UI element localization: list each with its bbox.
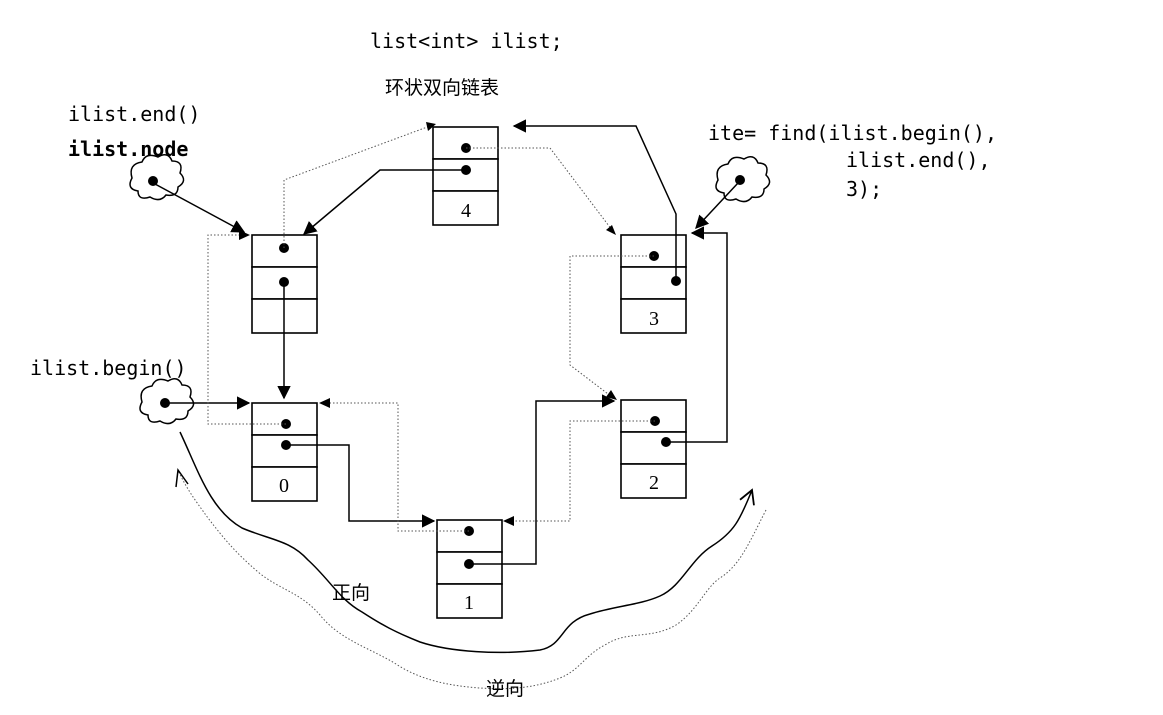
link-2-to-3 xyxy=(666,226,728,443)
list-node-2: 2 xyxy=(620,399,687,499)
dotted-link-2-to-1-arrowhead xyxy=(503,516,514,526)
begin-call-label: ilist.begin() xyxy=(30,356,187,380)
node-value: 0 xyxy=(279,475,289,497)
dotted-link-3-to-2 xyxy=(569,255,654,398)
node-value: 4 xyxy=(461,200,471,222)
dotted-link-4-to-3-arrowhead xyxy=(606,225,616,235)
end-iterator-cloud-icon xyxy=(129,154,185,201)
node-value: 1 xyxy=(464,592,474,614)
dotted-link-0-to-head-arrowhead xyxy=(239,230,250,240)
dotted-link-3-to-2-arrowhead xyxy=(606,390,617,400)
link-4-to-head xyxy=(302,169,466,235)
reverse-direction-label: 逆向 xyxy=(486,678,524,700)
dotted-link-head-to-4 xyxy=(283,125,431,248)
list-node-0: 0 xyxy=(251,402,318,502)
find-result-arrow xyxy=(695,182,739,229)
forward-direction-label: 正向 xyxy=(332,582,370,604)
list-declaration: list<int> ilist; xyxy=(370,29,563,53)
end-iterator-arrow xyxy=(154,183,246,233)
reverse-direction-arrowhead xyxy=(175,467,189,488)
find-call-line-1: ite= find(ilist.begin(), xyxy=(708,121,997,145)
link-1-to-2 xyxy=(469,394,616,565)
find-result-cloud-icon xyxy=(715,156,771,203)
begin-iterator-cloud-icon xyxy=(139,378,195,425)
link-0-to-1 xyxy=(286,444,436,528)
end-call-label: ilist.end() xyxy=(68,102,200,126)
dotted-link-0-to-head xyxy=(207,234,286,425)
find-call-line-2: ilist.end(), xyxy=(846,148,991,172)
list-node-1: 1 xyxy=(436,519,503,619)
link-3-to-4 xyxy=(512,119,677,281)
dotted-link-head-to-4-arrowhead xyxy=(426,122,436,131)
node-value: 2 xyxy=(649,472,659,494)
node-value: 3 xyxy=(649,308,659,330)
forward-direction-curve xyxy=(179,431,755,654)
diagram-caption: 环状双向链表 xyxy=(385,77,499,99)
dotted-link-1-to-0 xyxy=(322,402,469,532)
dotted-link-4-to-3 xyxy=(466,147,613,231)
dotted-link-1-to-0-arrowhead xyxy=(319,398,330,408)
list-node-4: 4 xyxy=(432,126,499,226)
dotted-link-2-to-1 xyxy=(506,420,655,522)
find-call-line-3: 3); xyxy=(846,177,882,201)
list-node-3: 3 xyxy=(620,234,687,334)
